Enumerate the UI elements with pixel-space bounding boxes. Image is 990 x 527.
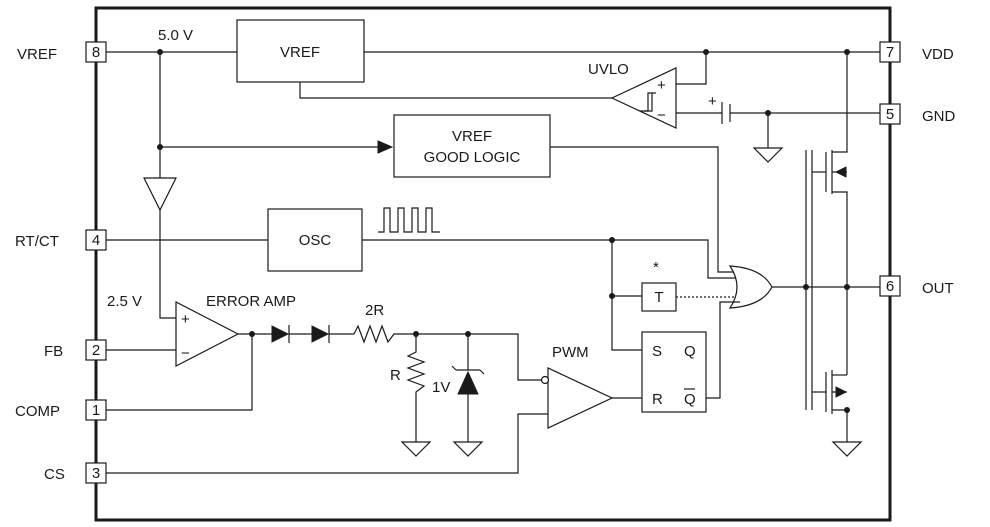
- ea-plus: +: [181, 311, 190, 328]
- pin-vref-number: 8: [92, 44, 100, 61]
- label-5v: 5.0 V: [158, 27, 193, 44]
- toggle-label: T: [654, 289, 663, 306]
- ground-icon-uvlo: [752, 147, 784, 163]
- label-pwm: PWM: [552, 344, 589, 361]
- good-logic-line1: VREF: [452, 128, 492, 145]
- label-error-amp: ERROR AMP: [206, 293, 296, 310]
- label-asterisk: *: [653, 259, 659, 276]
- diode-1: [271, 325, 290, 343]
- ground-icon-output: [831, 441, 863, 457]
- label-2-5v: 2.5 V: [107, 293, 142, 310]
- uvlo-minus: −: [657, 107, 666, 124]
- pwm-comparator: [547, 367, 614, 429]
- or-gate: [728, 265, 773, 309]
- pin-gnd-name: GND: [922, 108, 956, 125]
- vref-block: [236, 19, 365, 83]
- label-2r: 2R: [365, 302, 384, 319]
- battery-icon: [721, 102, 731, 124]
- pin-fb: FB 2: [44, 339, 107, 361]
- pin-fb-name: FB: [44, 343, 63, 360]
- sr-latch: [641, 331, 707, 413]
- pin-vdd: 7 VDD: [879, 41, 954, 63]
- pin-comp: COMP 1: [15, 399, 107, 421]
- uvlo-comparator: [610, 67, 677, 129]
- osc-block: [267, 208, 363, 272]
- pin-vref-name: VREF: [17, 46, 57, 63]
- latch-s: S: [652, 343, 662, 360]
- label-r: R: [390, 367, 401, 384]
- vref-good-logic-block: [393, 114, 551, 178]
- toggle-block: [641, 282, 677, 312]
- vref-buffer: [143, 177, 177, 212]
- pin-vdd-number: 7: [886, 44, 894, 61]
- error-amplifier: [175, 301, 240, 367]
- pin-gnd-number: 5: [886, 106, 894, 123]
- good-logic-line2: GOOD LOGIC: [424, 149, 521, 166]
- uvlo-plus: +: [657, 77, 666, 94]
- label-uvlo: UVLO: [588, 61, 629, 78]
- pin-cs-number: 3: [92, 465, 100, 482]
- pin-rtct-number: 4: [92, 232, 100, 249]
- pin-gnd: 5 GND: [879, 103, 956, 125]
- pin-fb-number: 2: [92, 342, 100, 359]
- latch-r: R: [652, 391, 663, 408]
- pin-comp-name: COMP: [15, 403, 60, 420]
- clock-pulse-icon: [378, 207, 440, 233]
- vref-block-label: VREF: [280, 44, 320, 61]
- latch-qbar: Q: [684, 391, 696, 408]
- ic-outline: [94, 6, 892, 522]
- pin-cs-name: CS: [44, 466, 65, 483]
- osc-label: OSC: [299, 232, 332, 249]
- battery-plus: +: [708, 93, 717, 110]
- zener-diode: [457, 370, 479, 395]
- ea-minus: −: [181, 345, 190, 362]
- resistor-2r: [353, 324, 416, 344]
- latch-q: Q: [684, 343, 696, 360]
- label-1v: 1V: [432, 379, 450, 396]
- pin-out-name: OUT: [922, 280, 954, 297]
- pin-out-number: 6: [886, 278, 894, 295]
- diode-2: [311, 325, 330, 343]
- arrow-to-good-logic: [377, 140, 394, 154]
- ground-icon-r: [400, 441, 432, 457]
- pin-vdd-name: VDD: [922, 46, 954, 63]
- resistor-r: [406, 334, 426, 442]
- pin-vref: VREF 8: [17, 41, 107, 63]
- pin-cs: CS 3: [44, 462, 107, 484]
- pin-out: 6 OUT: [879, 275, 954, 297]
- pin-comp-number: 1: [92, 402, 100, 419]
- ground-icon-zener: [452, 441, 484, 457]
- pin-rtct-name: RT/CT: [15, 233, 59, 250]
- pin-rtct: RT/CT 4: [15, 229, 107, 251]
